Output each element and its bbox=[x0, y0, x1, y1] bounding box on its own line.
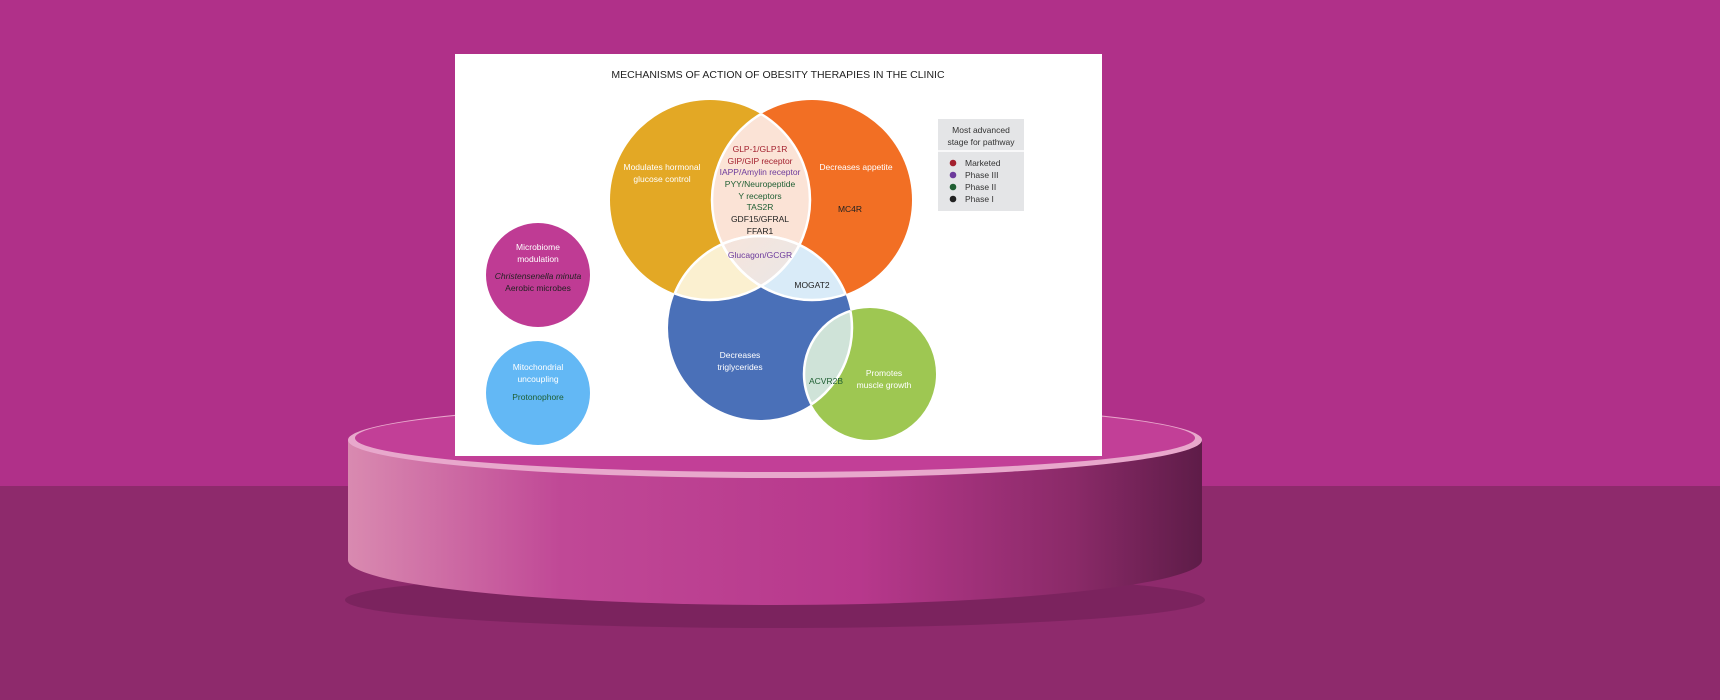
lens-item: TAS2R bbox=[747, 202, 774, 212]
microbiome-label-1: Microbiome bbox=[516, 242, 560, 252]
set-microbiome bbox=[486, 223, 590, 327]
muscle-label-2: muscle growth bbox=[857, 380, 912, 390]
hormonal-label-2: glucose control bbox=[633, 174, 690, 184]
hormonal-label-1: Modulates hormonal bbox=[623, 162, 700, 172]
lens-item: PYY/Neuropeptide bbox=[725, 179, 796, 189]
lens-item: GDF15/GFRAL bbox=[731, 214, 789, 224]
mitochondrial-item: Protonophore bbox=[512, 392, 564, 402]
phase3-dot-icon bbox=[949, 171, 957, 179]
center-item: Glucagon/GCGR bbox=[728, 250, 792, 260]
legend-item: Phase I bbox=[965, 194, 994, 204]
lens-item: Y receptors bbox=[738, 191, 781, 201]
triglycerides-label-2: triglycerides bbox=[717, 362, 762, 372]
set-mitochondrial bbox=[486, 341, 590, 445]
lens-item: GIP/GIP receptor bbox=[727, 156, 792, 166]
microbiome-label-2: modulation bbox=[517, 254, 559, 264]
phase2-dot-icon bbox=[949, 183, 957, 191]
acvr2b-item: ACVR2B bbox=[809, 376, 843, 386]
marketed-dot-icon bbox=[949, 159, 957, 167]
lens-item: IAPP/Amylin receptor bbox=[720, 167, 801, 177]
triglycerides-label-1: Decreases bbox=[720, 350, 761, 360]
appetite-item: MC4R bbox=[838, 204, 862, 214]
microbiome-item-1: Christensenella minuta bbox=[495, 271, 582, 281]
legend-title-1: Most advanced bbox=[952, 125, 1010, 135]
appetite-label: Decreases appetite bbox=[819, 162, 893, 172]
mitochondrial-label-1: Mitochondrial bbox=[513, 362, 564, 372]
diagram-title: MECHANISMS OF ACTION OF OBESITY THERAPIE… bbox=[611, 69, 945, 81]
lens-item: GLP-1/GLP1R bbox=[733, 144, 788, 154]
microbiome-item-2: Aerobic microbes bbox=[505, 283, 571, 293]
venn bbox=[486, 100, 936, 445]
legend-item: Phase III bbox=[965, 170, 999, 180]
legend-item: Phase II bbox=[965, 182, 996, 192]
legend: Most advanced stage for pathway Marketed… bbox=[938, 119, 1024, 211]
legend-item: Marketed bbox=[965, 158, 1001, 168]
legend-title-2: stage for pathway bbox=[947, 137, 1015, 147]
mitochondrial-label-2: uncoupling bbox=[517, 374, 558, 384]
muscle-label-1: Promotes bbox=[866, 368, 902, 378]
mogat2-item: MOGAT2 bbox=[794, 280, 830, 290]
phase1-dot-icon bbox=[949, 195, 957, 203]
lens-item: FFAR1 bbox=[747, 226, 774, 236]
